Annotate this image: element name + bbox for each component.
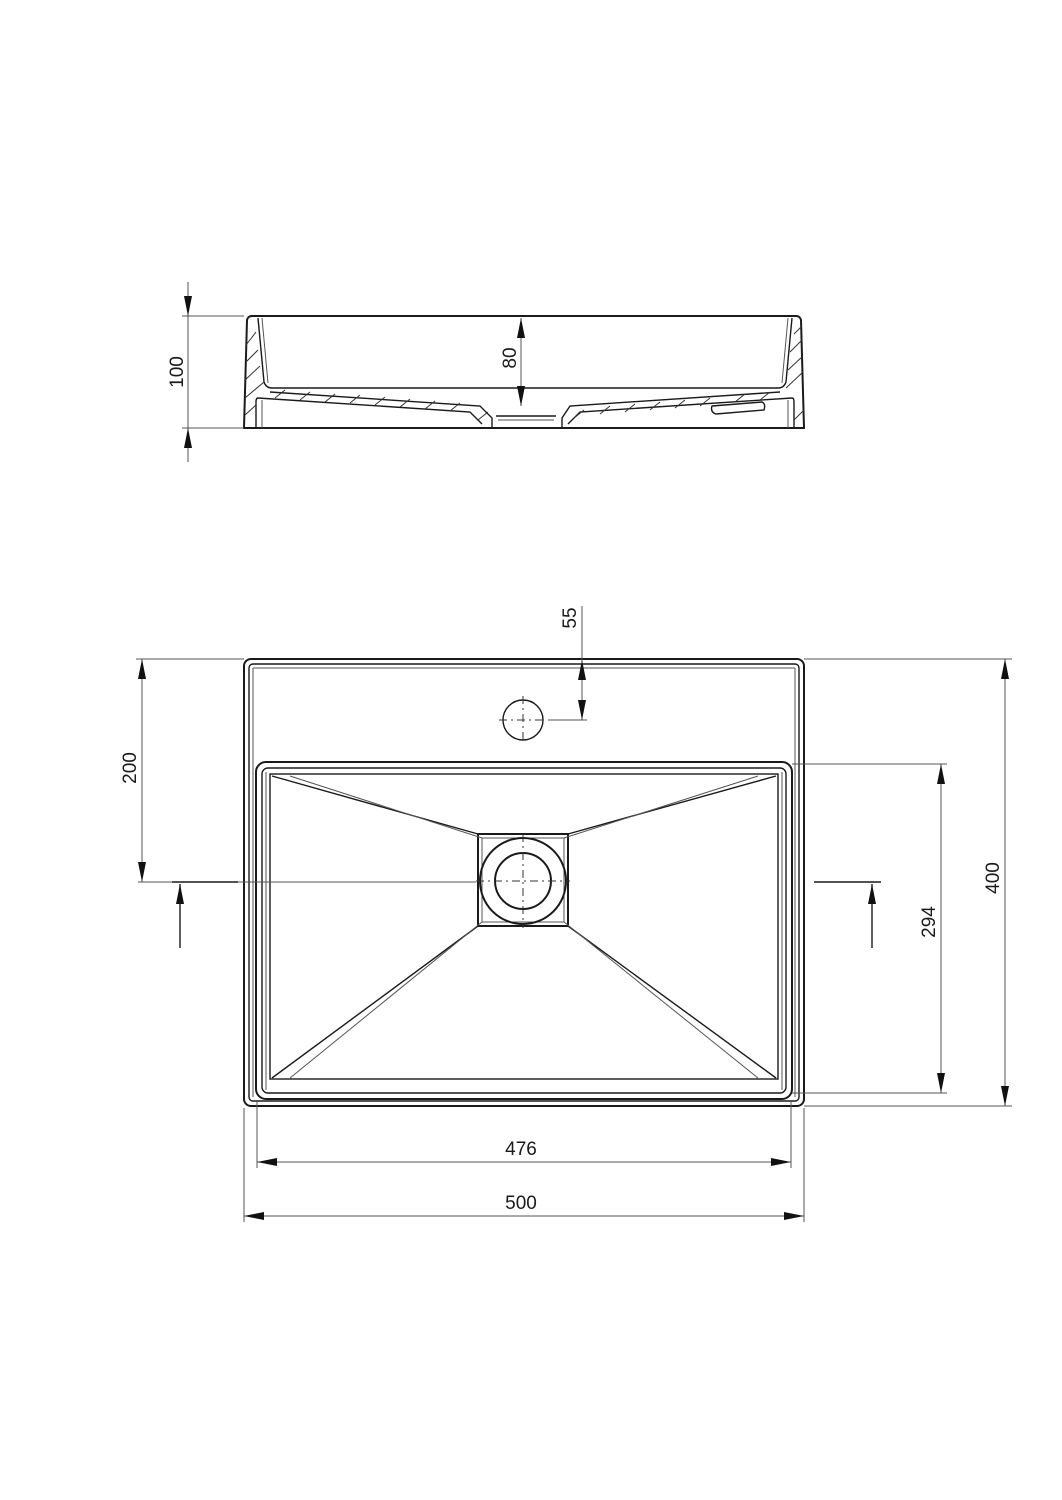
side-section-view: 100 80 — [167, 282, 806, 462]
dimension-tap-hole-offset: 55 — [548, 606, 587, 721]
dimension-bowl-depth: 80 — [500, 318, 525, 406]
dimension-total-width: 500 — [243, 1108, 805, 1222]
dim-label-500: 500 — [505, 1193, 537, 1214]
dim-label-476: 476 — [505, 1139, 537, 1160]
hatching-left — [244, 331, 489, 421]
dimension-drain-offset: 200 — [120, 658, 244, 882]
dim-label-80: 80 — [500, 347, 521, 368]
section-marker-right — [814, 881, 881, 948]
tap-hole — [499, 696, 547, 744]
dim-label-55: 55 — [560, 607, 581, 628]
dim-label-294: 294 — [919, 906, 940, 938]
top-view: 55 200 294 400 — [120, 606, 1012, 1222]
drain — [476, 834, 570, 928]
dimension-total-depth: 400 — [804, 658, 1012, 1107]
section-marker-left — [138, 881, 476, 948]
dimension-total-height: 100 — [167, 282, 244, 462]
dim-label-200: 200 — [120, 752, 141, 784]
dimension-bowl-inner-width: 476 — [256, 1100, 792, 1168]
dim-label-100: 100 — [167, 356, 188, 388]
hatching-right — [573, 325, 805, 421]
dimension-bowl-inner-depth: 294 — [792, 763, 947, 1094]
dim-label-400: 400 — [983, 862, 1004, 894]
